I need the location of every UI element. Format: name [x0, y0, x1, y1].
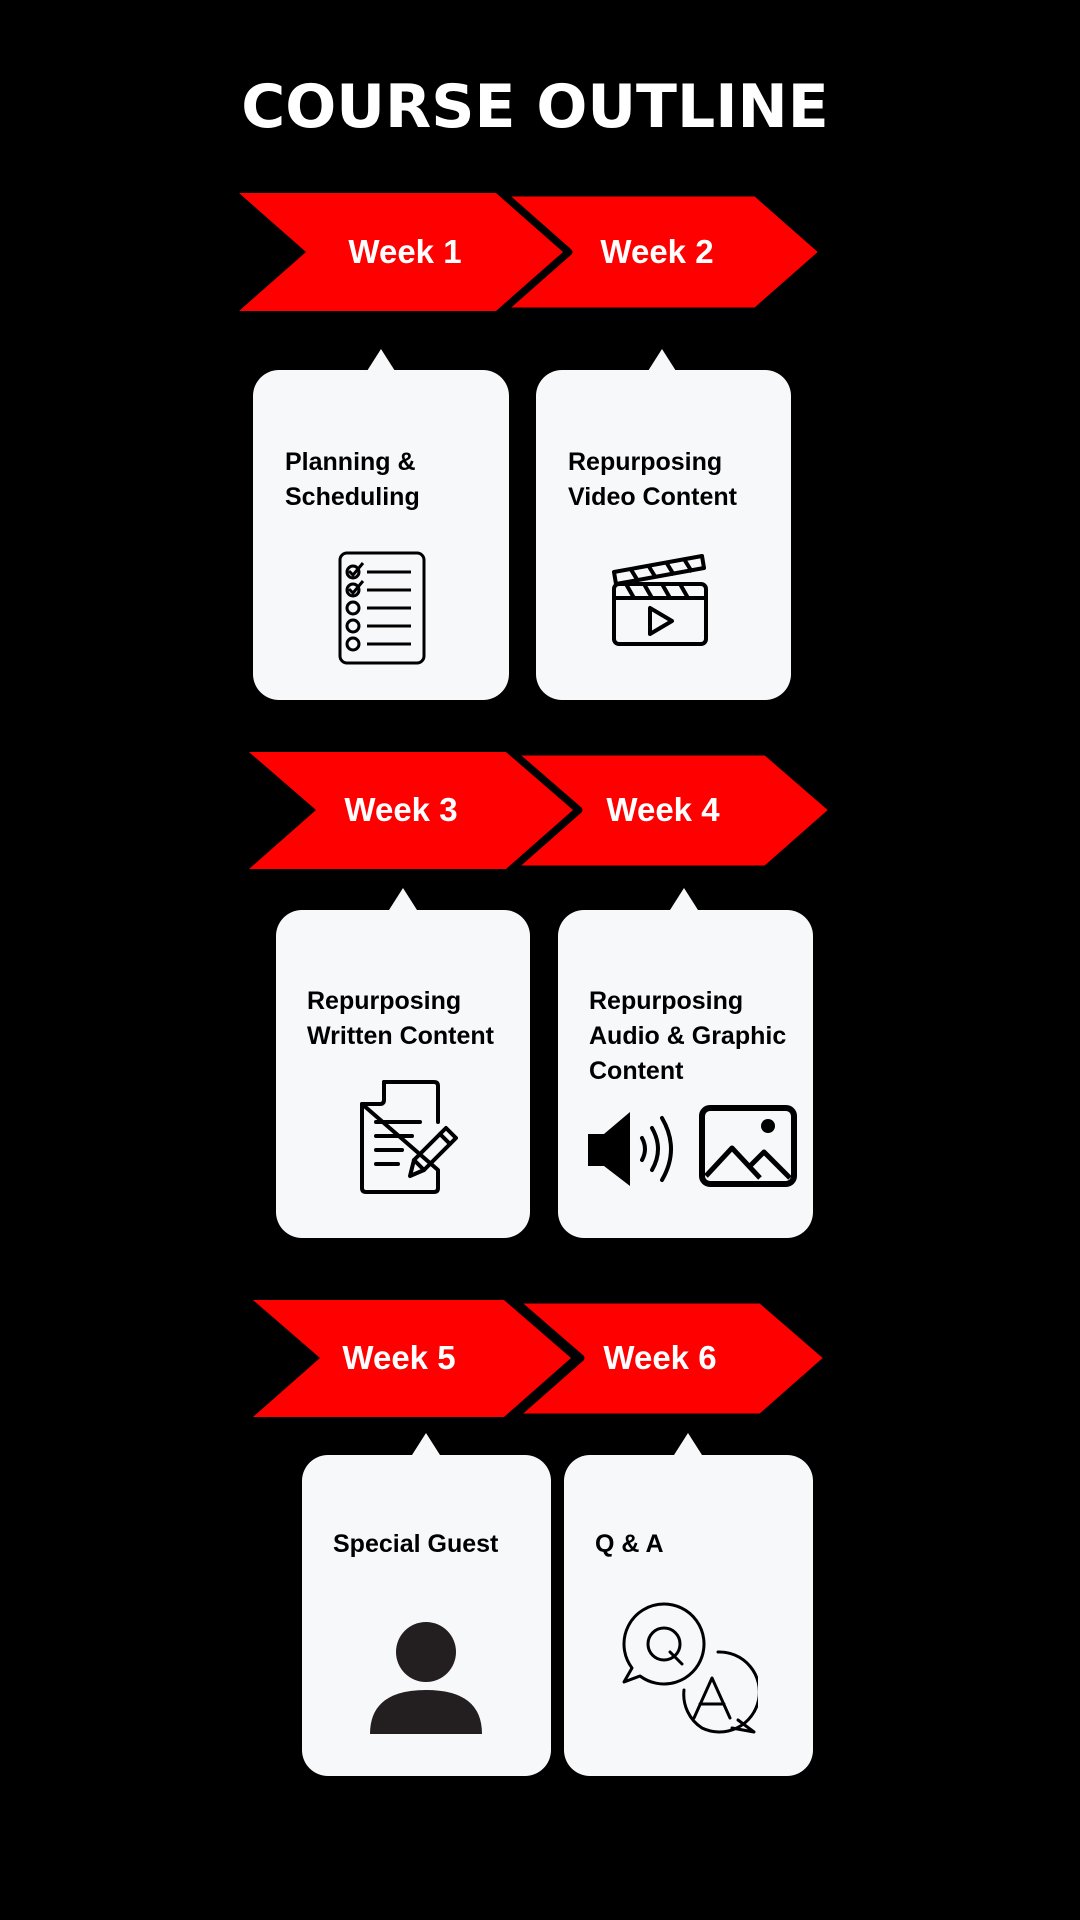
week-4-arrow [508, 748, 837, 873]
qa-bubbles-icon [622, 1602, 758, 1734]
week-2-card: Repurposing Video Content [536, 370, 791, 700]
topic-line: Special Guest [333, 1530, 499, 1558]
week-6-arrow [510, 1296, 832, 1421]
week-1-arrow [239, 193, 563, 311]
week-5-topic: Special Guest [333, 1527, 498, 1562]
week-4-topic: Repurposing Audio & Graphic Content [589, 984, 786, 1089]
week-1-topic: Planning & Scheduling [285, 445, 420, 515]
week-5-label: Week 5 [342, 1339, 456, 1376]
card-pointer [648, 349, 676, 371]
topic-line: Repurposing [568, 448, 723, 476]
week-3-topic: Repurposing Written Content [307, 984, 494, 1054]
image-icon [699, 1105, 797, 1187]
topic-line: Audio & Graphic [589, 1022, 787, 1050]
week-5-arrow [253, 1300, 571, 1417]
week-2-topic: Repurposing Video Content [568, 445, 737, 515]
page-title: COURSE OUTLINE [241, 72, 829, 142]
topic-line: Planning & [285, 448, 416, 476]
card-pointer [412, 1433, 440, 1455]
week-4-card: Repurposing Audio & Graphic Content [558, 910, 813, 1238]
topic-line: Repurposing [589, 987, 744, 1015]
week-2-label: Week 2 [600, 233, 714, 270]
person-icon [370, 1622, 482, 1734]
week-2-arrow [498, 189, 827, 315]
week-3-label: Week 3 [344, 791, 458, 828]
week-6-topic: Q & A [595, 1527, 664, 1562]
card-pointer [367, 349, 395, 371]
week-1-card: Planning & Scheduling [253, 370, 509, 700]
card-pointer [389, 888, 417, 910]
document-edit-icon [360, 1080, 458, 1194]
week-6-card: Q & A [564, 1455, 813, 1776]
topic-line: Q & A [595, 1530, 664, 1558]
week-3-card: Repurposing Written Content [276, 910, 530, 1238]
clapperboard-icon [612, 554, 708, 646]
checklist-icon [338, 551, 426, 665]
card-pointer [670, 888, 698, 910]
topic-line: Written Content [307, 1022, 495, 1050]
topic-line: Video Content [568, 483, 737, 511]
week-3-arrow [249, 752, 573, 869]
topic-line: Content [589, 1057, 684, 1085]
week-6-label: Week 6 [603, 1339, 717, 1376]
week-1-label: Week 1 [348, 233, 462, 270]
week-4-label: Week 4 [606, 791, 720, 828]
topic-line: Scheduling [285, 483, 420, 511]
topic-line: Repurposing [307, 987, 462, 1015]
week-5-card: Special Guest [302, 1455, 551, 1776]
card-pointer [674, 1433, 702, 1455]
speaker-icon [588, 1112, 673, 1186]
